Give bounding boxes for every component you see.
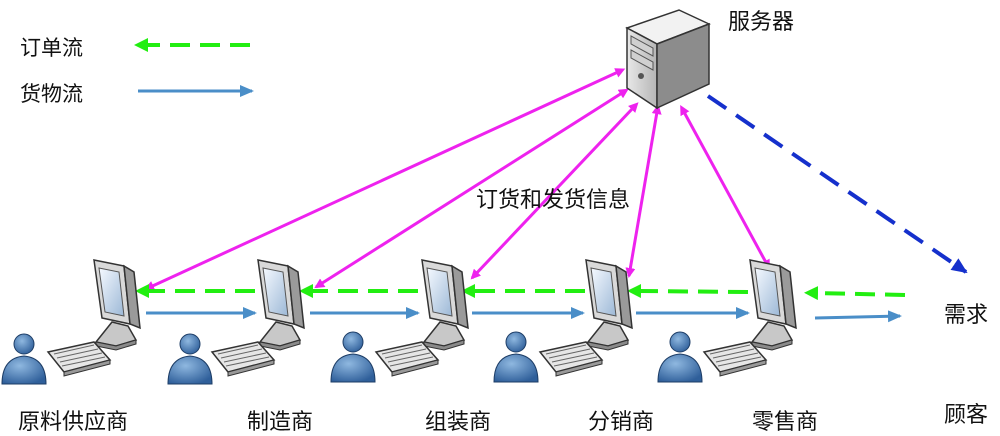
- user-icon: [167, 333, 213, 385]
- user-icon: [493, 331, 539, 383]
- node-label-supplier: 原料供应商: [17, 410, 129, 435]
- demand-arrow: [706, 94, 968, 274]
- user-icon: [657, 331, 703, 383]
- goods-arrow-retailer-customer: [814, 310, 902, 323]
- demand-label: 需求: [944, 303, 989, 328]
- workstation-retailer: [657, 259, 797, 383]
- order-arrow-retailer-distributor: [627, 284, 749, 299]
- user-icon: [330, 331, 376, 383]
- legend-order-flow-label: 订单流: [20, 36, 83, 60]
- node-label-assembler: 组装商: [424, 410, 492, 435]
- server-icon: [625, 9, 711, 110]
- info-arrow-distributor: [625, 104, 662, 278]
- info-arrow-assembler: [470, 102, 639, 280]
- info-arrow-retailer: [680, 104, 771, 270]
- goods-flow-arrows: [146, 307, 902, 323]
- node-label-retailer: 零售商: [751, 410, 819, 435]
- workstation-distributor: [493, 259, 633, 383]
- workstation-assembler: [330, 259, 469, 383]
- user-icon: [1, 333, 47, 385]
- computer-icon: [257, 259, 305, 351]
- info-flow-label: 订货和发货信息: [476, 188, 631, 213]
- node-label-customer: 顾客: [944, 403, 989, 428]
- computer-icon: [421, 259, 469, 351]
- info-arrow-supplier: [144, 68, 626, 291]
- server-label: 服务器: [728, 10, 795, 35]
- legend-goods-flow-label: 货物流: [20, 82, 83, 106]
- node-label-manufacturer: 制造商: [246, 410, 314, 435]
- workstation-manufacturer: [167, 259, 305, 385]
- node-label-distributor: 分销商: [587, 410, 655, 435]
- computer-icon: [585, 259, 633, 351]
- order-flow-arrows: [135, 284, 906, 301]
- computer-icon: [93, 259, 141, 351]
- workstation-supplier: [1, 259, 141, 385]
- computer-icon: [749, 259, 797, 351]
- info-flow-arrows: [144, 68, 771, 291]
- order-arrow-customer-retailer: [804, 286, 906, 301]
